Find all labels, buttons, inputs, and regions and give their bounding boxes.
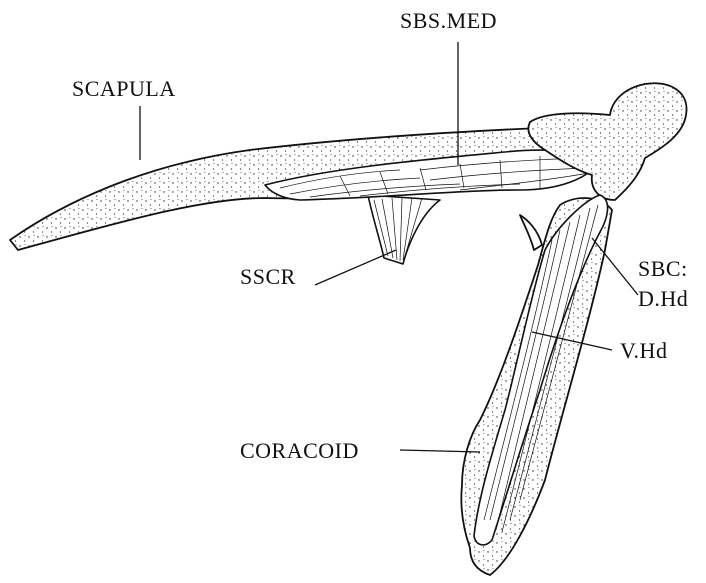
label-sscr: SSCR	[240, 264, 296, 289]
leader-sscr	[315, 250, 396, 285]
label-sbc: SBC:	[638, 256, 688, 281]
label-d-hd: D.Hd	[638, 286, 688, 311]
sscr-muscle	[368, 195, 440, 264]
label-v-hd: V.Hd	[620, 338, 667, 363]
label-sbs-med: SBS.MED	[400, 8, 497, 33]
label-coracoid: CORACOID	[240, 438, 359, 463]
label-scapula: SCAPULA	[72, 76, 176, 101]
